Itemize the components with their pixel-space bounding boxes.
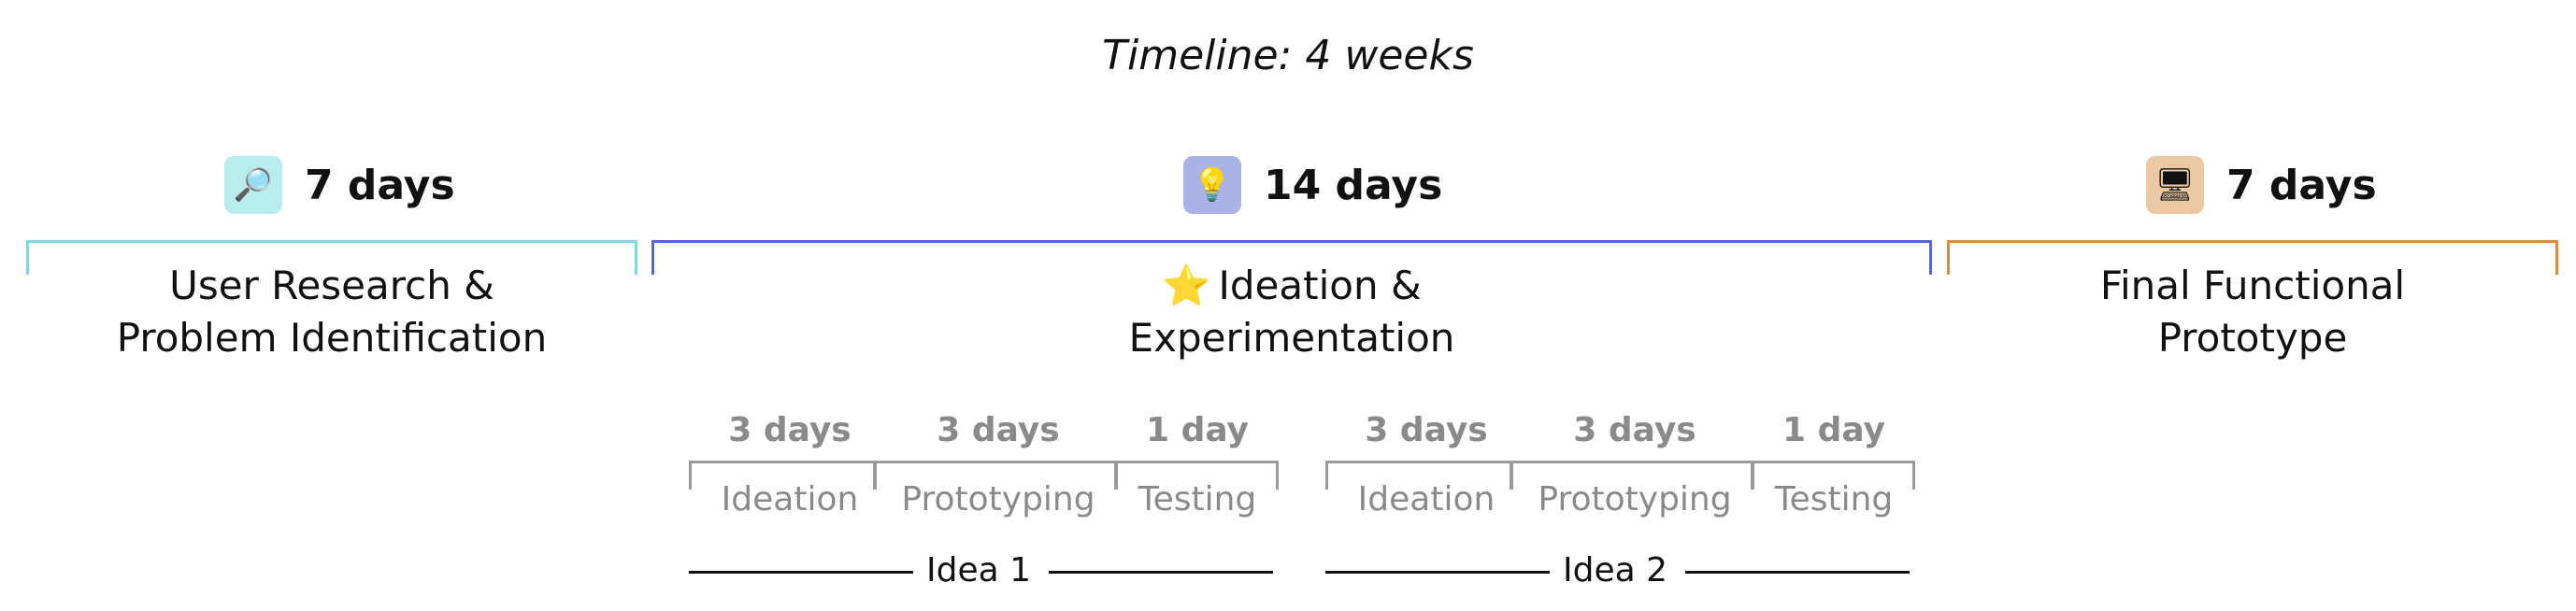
phase-research-label-line1: User Research & (169, 263, 494, 308)
idea1-testing-days: 1 day (1145, 411, 1249, 449)
phase-research-header: 🔎 7 days (224, 155, 455, 215)
phase-ideation-label-line2: Experimentation (1128, 315, 1455, 361)
phase-prototype-header: 🖥 7 days (2146, 155, 2377, 215)
idea1-testing-bracket (1114, 461, 1279, 490)
phase-ideation-bracket (651, 240, 1932, 275)
phase-research-label-line2: Problem Identification (116, 315, 548, 361)
phase-ideation-days: 14 days (1264, 161, 1443, 209)
phase-prototype-label: Final Functional Prototype (1947, 260, 2558, 364)
light-bulb-icon: 💡 (1183, 156, 1241, 214)
phase-research-days: 7 days (305, 161, 455, 209)
idea2-ideation-label: Ideation (1357, 480, 1496, 519)
phase-ideation-label: ⭐Ideation & Experimentation (651, 260, 1932, 364)
idea1-ideation-label: Ideation (721, 480, 859, 519)
idea2-label: Idea 2 (1562, 551, 1668, 590)
phase-ideation-label-line1: Ideation & (1218, 263, 1422, 308)
timeline-title: Timeline: 4 weeks (1102, 32, 1474, 79)
phase-prototype-bracket (1947, 240, 2558, 275)
idea1-line-right (1049, 571, 1273, 574)
idea1-ideation-days: 3 days (728, 411, 852, 449)
idea2-prototyping-days: 3 days (1573, 411, 1696, 449)
idea1-testing-label: Testing (1138, 480, 1257, 519)
magnifying-glass-icon: 🔎 (224, 156, 282, 214)
idea1-line-left (689, 571, 913, 574)
idea2-testing-label: Testing (1774, 480, 1894, 519)
idea2-testing-bracket (1751, 461, 1915, 490)
phase-prototype-label-line1: Final Functional (2099, 263, 2406, 308)
phase-ideation-header: 💡 14 days (1183, 155, 1442, 215)
phase-prototype-label-line2: Prototype (2157, 315, 2348, 361)
idea1-label: Idea 1 (925, 551, 1032, 590)
idea1-prototyping-label: Prototyping (901, 480, 1095, 519)
idea2-testing-days: 1 day (1782, 411, 1885, 449)
star-icon: ⭐ (1162, 263, 1211, 308)
idea2-ideation-days: 3 days (1365, 411, 1488, 449)
computer-icon: 🖥 (2146, 156, 2204, 214)
phase-research-bracket (26, 240, 637, 275)
phase-research-label: User Research & Problem Identification (26, 260, 637, 364)
phase-prototype-days: 7 days (2226, 161, 2377, 209)
idea1-prototyping-days: 3 days (937, 411, 1060, 449)
idea2-line-left (1325, 571, 1550, 574)
idea2-prototyping-label: Prototyping (1538, 480, 1732, 519)
idea2-line-right (1685, 571, 1910, 574)
